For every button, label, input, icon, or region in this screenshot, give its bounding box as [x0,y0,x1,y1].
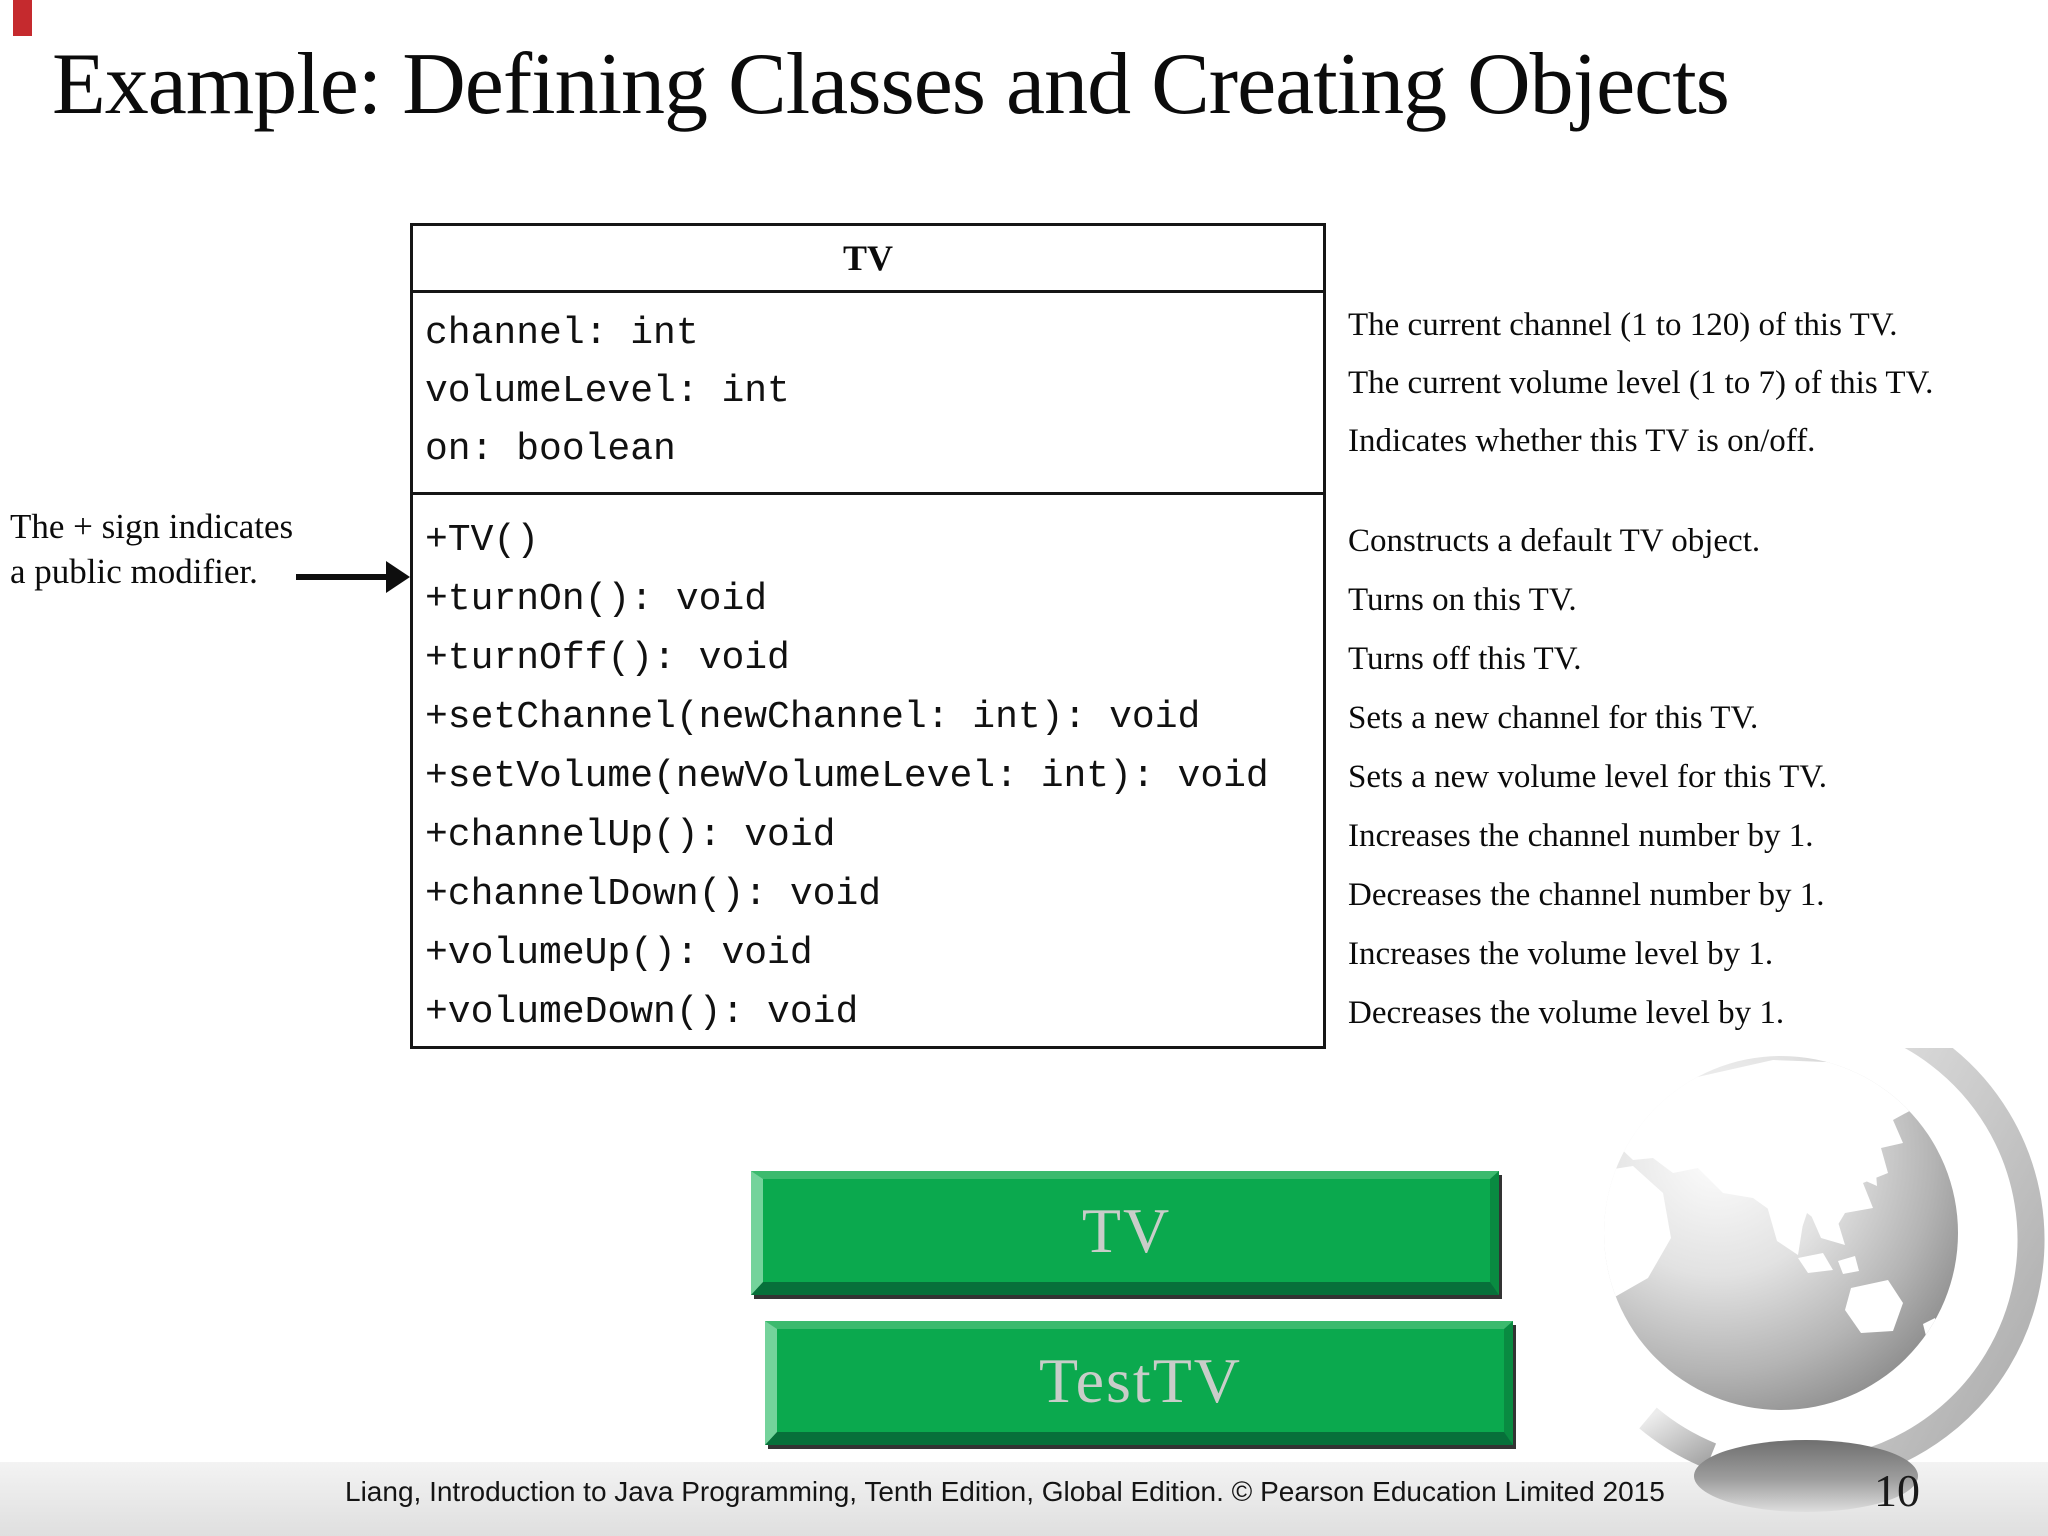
uml-method: +channelUp(): void [425,814,836,857]
uml-method: +volumeDown(): void [425,991,859,1034]
globe-icon [1604,1048,2045,1512]
uml-class-name: TV [413,226,1323,293]
uml-method: +channelDown(): void [425,873,882,916]
note-line: a public modifier. [10,552,258,591]
method-descriptions: Constructs a default TV object. Turns on… [1348,512,2048,1043]
method-description: Increases the volume level by 1. [1348,936,1774,972]
uml-method: +setChannel(newChannel: int): void [425,696,1201,739]
uml-class-diagram: TV channel: int volumeLevel: int on: boo… [410,223,1326,1049]
method-description: Sets a new channel for this TV. [1348,700,1759,736]
uml-method: +volumeUp(): void [425,932,813,975]
uml-attribute: on: boolean [425,428,676,471]
method-description: Decreases the channel number by 1. [1348,877,1825,913]
method-description: Decreases the volume level by 1. [1348,995,1785,1031]
page-number: 10 [1874,1465,1920,1516]
method-description: Increases the channel number by 1. [1348,818,1814,854]
uml-method: +setVolume(newVolumeLevel: int): void [425,755,1269,798]
public-modifier-note: The + sign indicates a public modifier. [10,504,293,594]
method-description: Constructs a default TV object. [1348,523,1761,559]
uml-attribute: volumeLevel: int [425,370,790,413]
page-title: Example: Defining Classes and Creating O… [52,36,1730,133]
tv-button[interactable]: TV [751,1171,1499,1295]
uml-attributes-section: channel: int volumeLevel: int on: boolea… [413,293,1323,495]
testtv-button[interactable]: TestTV [765,1321,1513,1445]
method-description: Turns on this TV. [1348,582,1577,618]
attribute-description: The current channel (1 to 120) of this T… [1348,307,1898,343]
attribute-descriptions: The current channel (1 to 120) of this T… [1348,296,2048,470]
uml-method: +TV() [425,519,540,562]
attribute-description: Indicates whether this TV is on/off. [1348,423,1816,459]
note-line: The + sign indicates [10,507,294,546]
attribute-description: The current volume level (1 to 7) of thi… [1348,365,1934,401]
red-marker [13,0,32,36]
uml-method: +turnOn(): void [425,578,768,621]
method-description: Turns off this TV. [1348,641,1582,677]
uml-methods-section: +TV() +turnOn(): void +turnOff(): void +… [413,495,1323,1042]
footer-credit: Liang, Introduction to Java Programming,… [345,1476,1665,1507]
uml-attribute: channel: int [425,312,699,355]
uml-method: +turnOff(): void [425,637,790,680]
arrow-right-icon [296,574,388,580]
arrow-right-icon [386,561,410,593]
method-description: Sets a new volume level for this TV. [1348,759,1828,795]
